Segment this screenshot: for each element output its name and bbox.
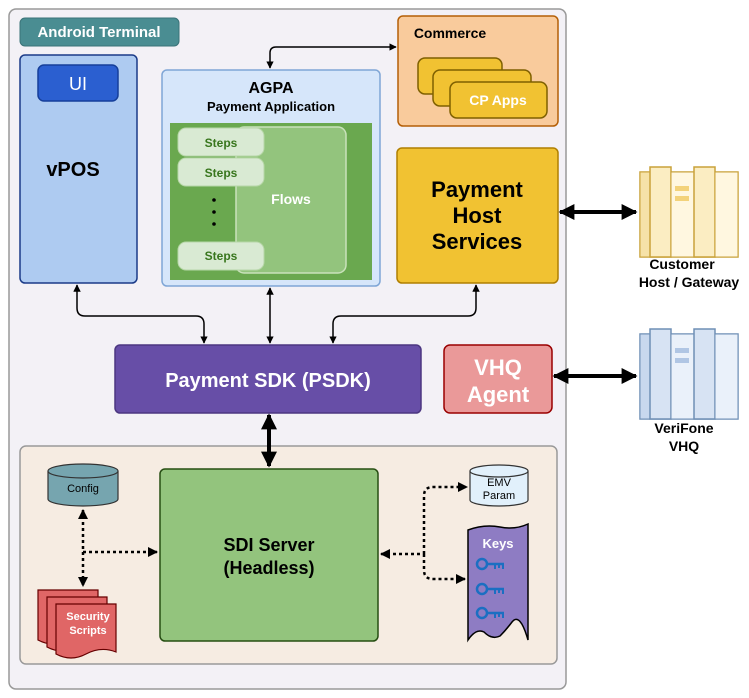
ui-box	[37, 64, 119, 102]
step-label: Steps	[205, 249, 238, 263]
commerce-label: Commerce	[414, 25, 487, 41]
android-terminal-label: Android Terminal	[37, 24, 160, 41]
phs-line2: Host	[453, 203, 503, 228]
emv-param-line1: EMV	[487, 477, 512, 489]
customer-host-line1: Customer	[649, 256, 715, 272]
sdi-server-line2: (Headless)	[223, 558, 314, 578]
cp-apps-label: CP Apps	[469, 92, 527, 108]
verifone-vhq-server-icon	[639, 328, 739, 420]
step-box	[177, 157, 265, 187]
payment-host-services-box	[396, 147, 559, 284]
agpa-title: AGPA	[248, 80, 293, 97]
step-box	[177, 241, 265, 271]
security-scripts-line1: Security	[66, 611, 110, 623]
vhq-agent-line1: VHQ	[474, 355, 522, 380]
ui-label: UI	[69, 74, 87, 94]
cp-app-card-front	[449, 81, 548, 119]
flows-label: Flows	[271, 191, 311, 207]
vhq-agent-line2: Agent	[467, 382, 530, 407]
connector-emv-param	[422, 482, 468, 554]
ellipsis-dot	[212, 198, 216, 202]
vhq-agent-box	[443, 344, 553, 414]
sdi-server-box	[159, 468, 379, 642]
phs-line3: Services	[432, 229, 523, 254]
security-scripts-line2: Scripts	[69, 625, 106, 637]
vpos-box	[19, 54, 138, 284]
keys-label: Keys	[482, 536, 513, 551]
connector-phs-psdk	[329, 284, 480, 344]
connector-agpa-commerce	[266, 43, 397, 69]
connector-keys	[422, 554, 466, 584]
step-label: Steps	[205, 136, 238, 150]
verifone-vhq-line2: VHQ	[669, 438, 699, 454]
config-database	[47, 463, 119, 507]
ellipsis-dot	[212, 210, 216, 214]
customer-host-server-icon	[639, 166, 739, 258]
agpa-subtitle: Payment Application	[207, 99, 335, 114]
phs-line1: Payment	[431, 177, 523, 202]
emv-param-database	[469, 464, 529, 507]
psdk-label: Payment SDK (PSDK)	[165, 370, 371, 392]
security-scripts-docs	[37, 589, 117, 659]
keys-tape	[467, 522, 529, 643]
emv-param-line2: Param	[483, 490, 515, 502]
step-box	[177, 127, 265, 157]
connector-vpos-psdk	[73, 284, 208, 344]
android-terminal-badge	[19, 17, 180, 47]
customer-host-line2: Host / Gateway	[639, 274, 740, 290]
ellipsis-dot	[212, 222, 216, 226]
config-label: Config	[67, 483, 99, 495]
verifone-vhq-line1: VeriFone	[654, 420, 713, 436]
vpos-label: vPOS	[46, 159, 99, 181]
psdk-box	[114, 344, 422, 414]
step-label: Steps	[205, 166, 238, 180]
sdi-server-line1: SDI Server	[223, 535, 314, 555]
